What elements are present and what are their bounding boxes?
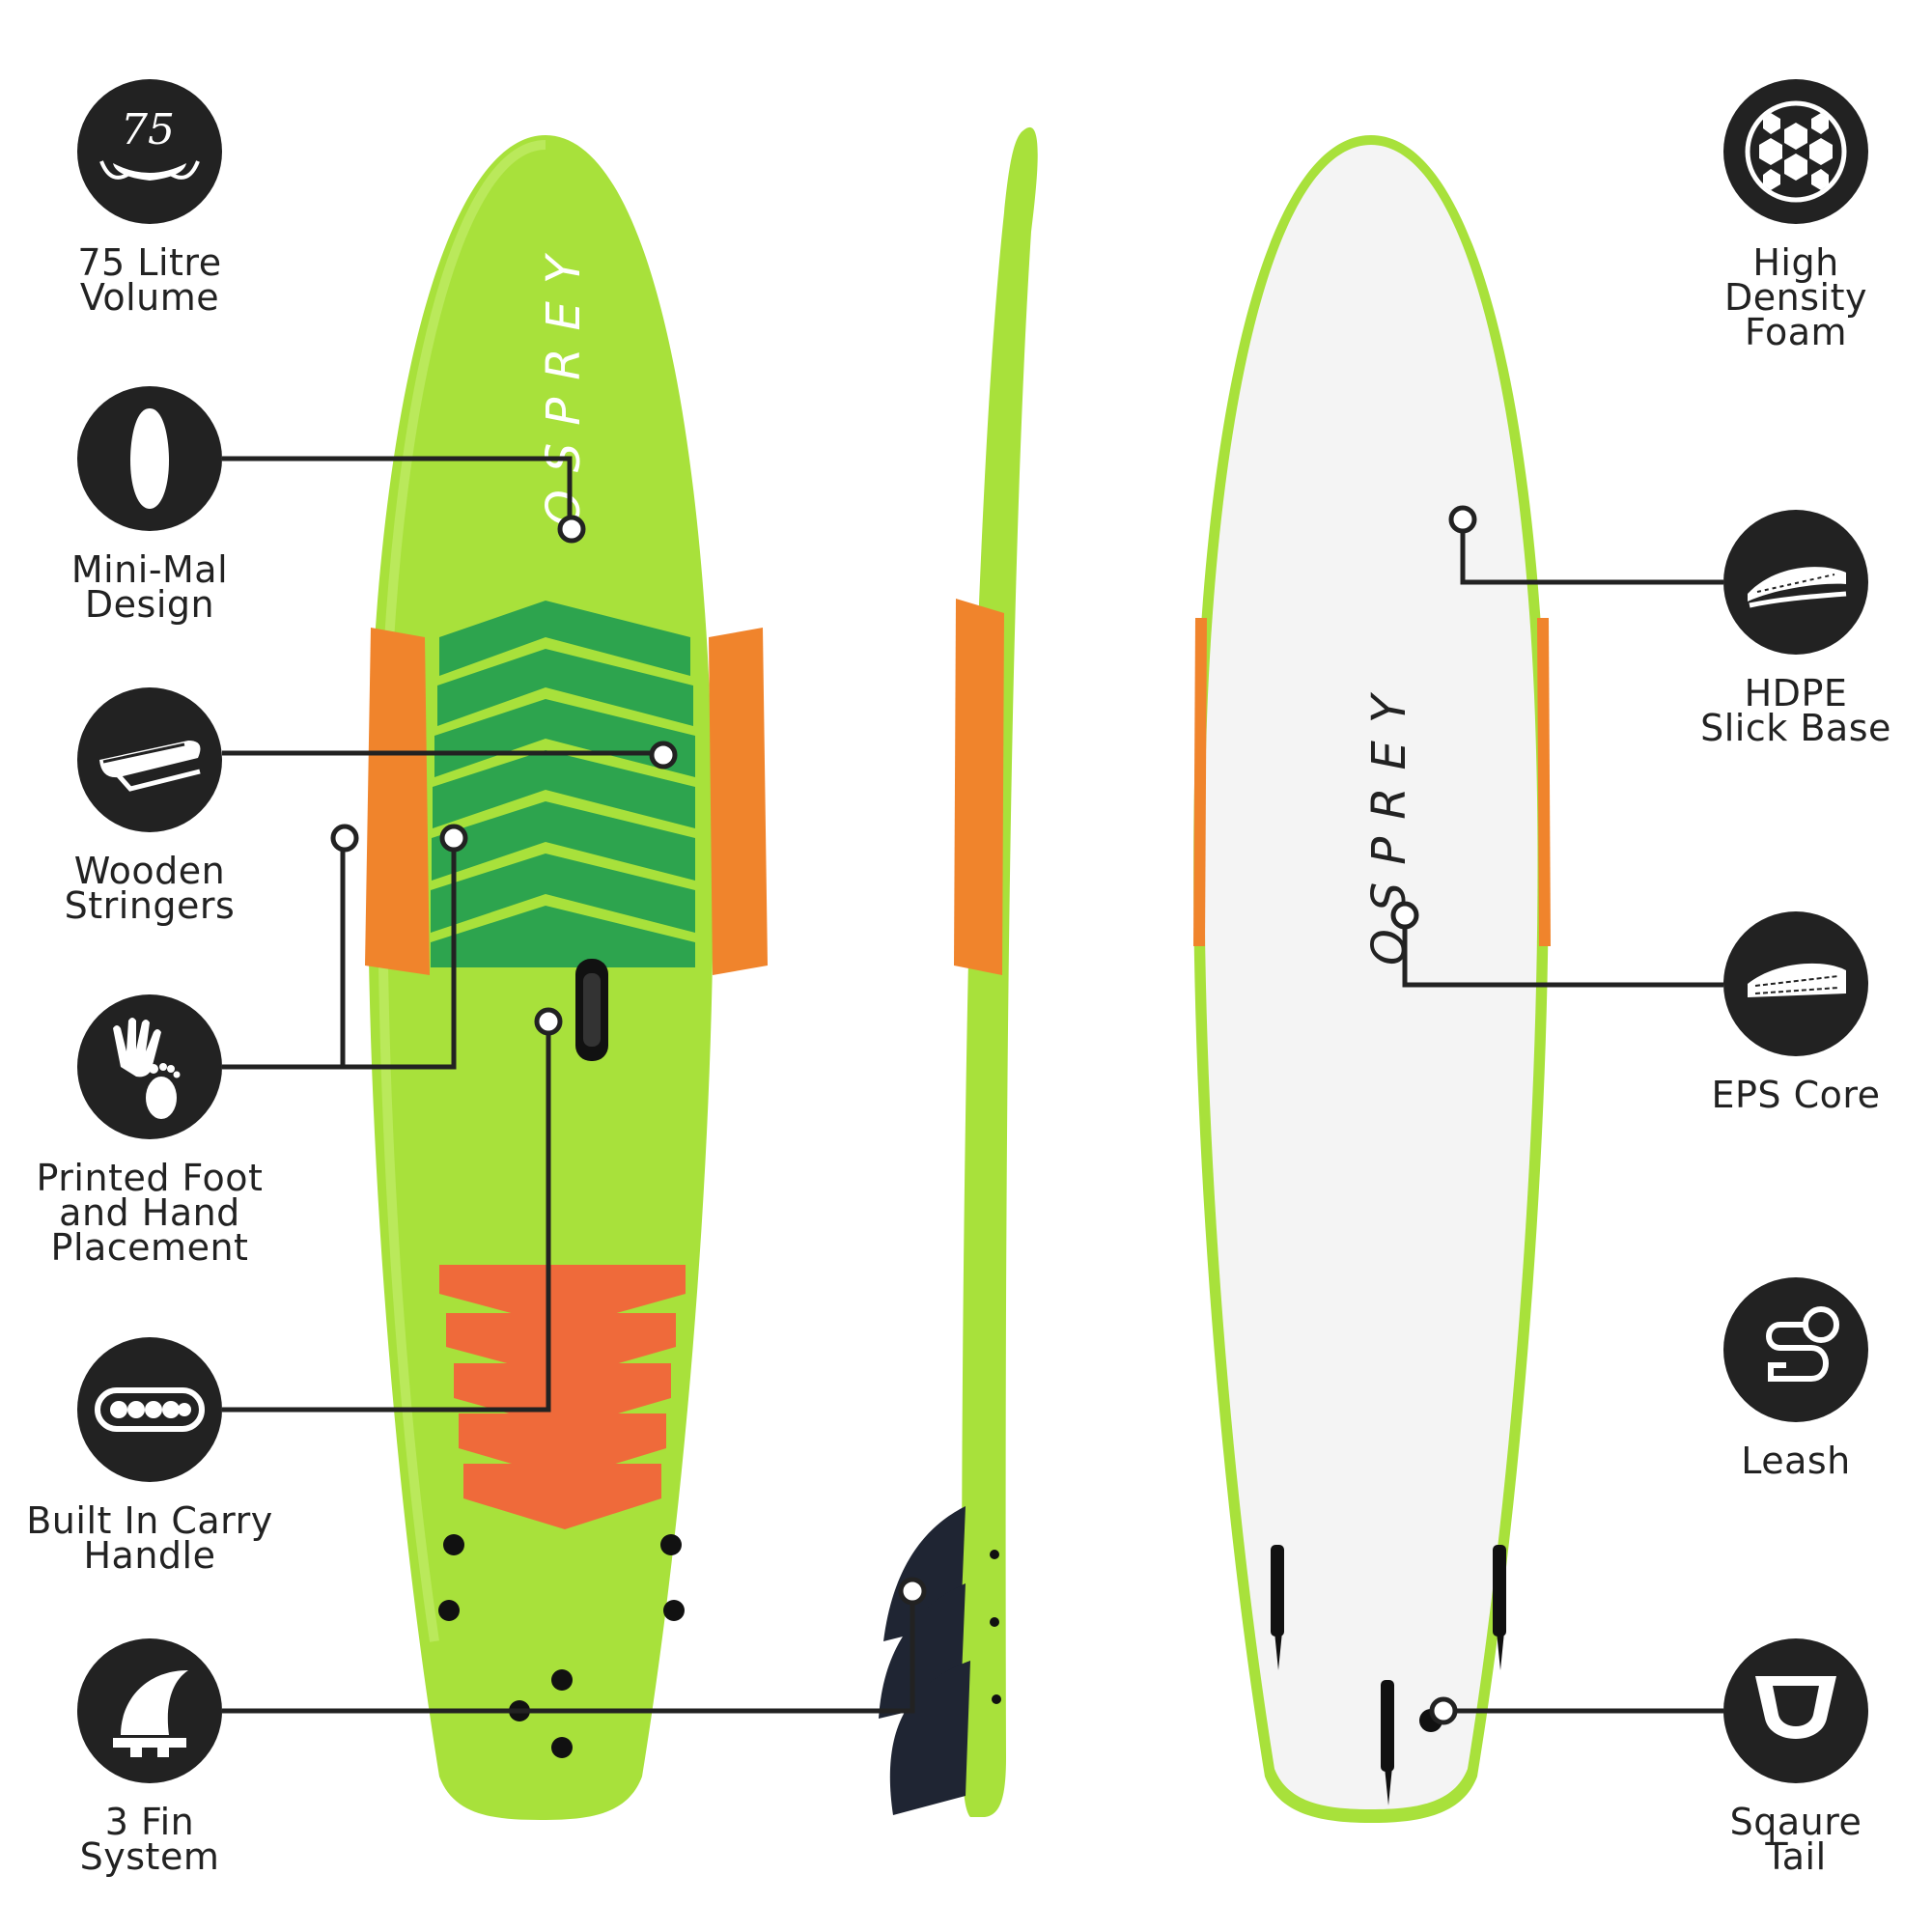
left-rail-hand-pad [365,628,430,975]
slick-bottom-surface [1204,145,1538,1809]
hand-foot-icon [77,994,222,1139]
slick-base-icon [1723,510,1868,655]
hexagon-foam-icon [1723,79,1868,224]
svg-text:75: 75 [121,105,175,154]
deck-view-board [365,135,768,1820]
deck-brand-logo: OSPREY [537,238,591,526]
callout-leaders [222,456,1723,1725]
side-fins [879,1506,970,1815]
front-foot-chevrons [431,601,695,967]
feature-leash-label: Leash [1741,1440,1851,1482]
feature-eps-label: EPS Core [1711,1074,1881,1116]
right-rail-hand-pad [709,628,768,975]
bottom-view-board [1193,135,1551,1823]
eps-core-icon [1723,911,1868,1056]
feature-leash: Leash [1651,1277,1932,1482]
stringer-plank-icon [77,687,222,832]
feature-eps: EPS Core [1651,911,1932,1116]
carry-handle-icon [77,1337,222,1482]
leash-icon [1723,1277,1868,1422]
fin-icon [77,1638,222,1783]
bottom-fins [1271,1545,1506,1805]
side-view-board [879,126,1038,1817]
fin-plugs [438,1534,685,1758]
square-tail-icon [1723,1638,1868,1783]
board-outline-icon [77,386,222,531]
volume-75-icon: 75 [77,79,222,224]
tail-pad-chevrons [439,1265,686,1529]
